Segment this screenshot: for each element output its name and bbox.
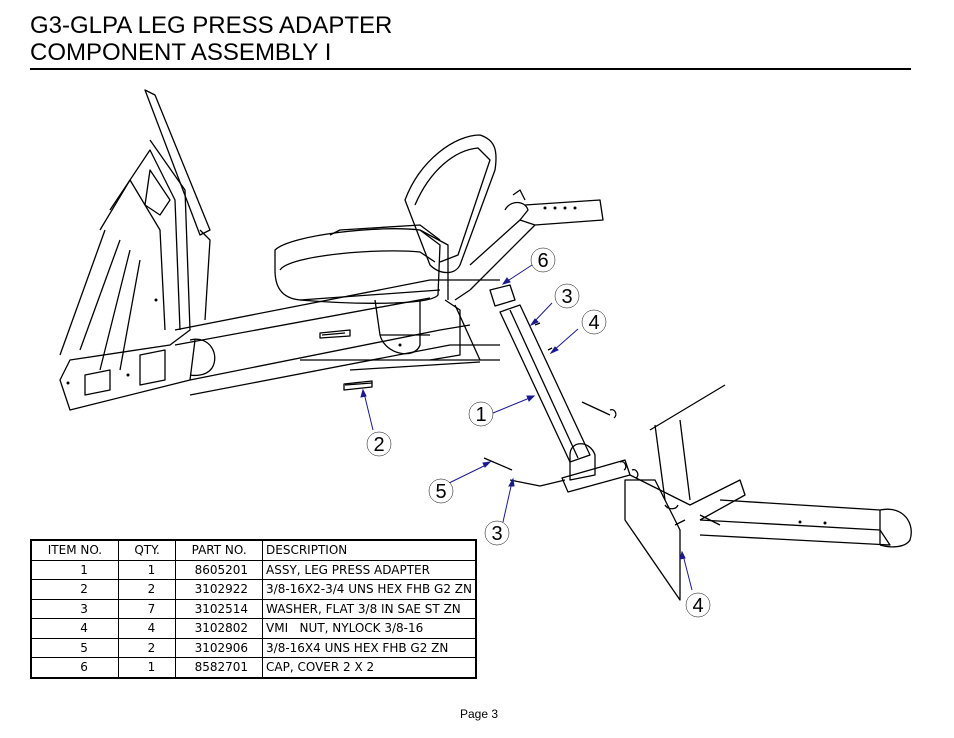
- callout-5: 5: [428, 478, 454, 504]
- callout-2: 2: [366, 431, 392, 457]
- bom-qty: 1: [117, 657, 177, 678]
- bom-part-no: 3102514: [175, 598, 264, 619]
- bom-description: ASSY, LEG PRESS ADAPTER: [262, 559, 477, 580]
- callouts: 1 2 3 3 4 4 5 6: [366, 247, 711, 618]
- bom-qty: 7: [117, 598, 177, 619]
- bolts-left: [319, 329, 373, 391]
- bom-part-no: 3102906: [175, 637, 264, 658]
- bom-header-qty: QTY.: [117, 539, 177, 561]
- table-row: 5 2 3102906 3/8-16X4 UNS HEX FHB G2 ZN: [30, 637, 477, 658]
- bom-header-row: ITEM NO. QTY. PART NO. DESCRIPTION: [30, 539, 477, 561]
- table-row: 1 1 8605201 ASSY, LEG PRESS ADAPTER: [30, 559, 477, 580]
- bom-description: CAP, COVER 2 X 2: [262, 657, 477, 678]
- callout-4-upper-label: 4: [588, 312, 599, 334]
- table-row: 3 7 3102514 WASHER, FLAT 3/8 IN SAE ST Z…: [30, 598, 477, 619]
- callout-4-lower: 4: [685, 592, 711, 618]
- bom-item-no: 1: [30, 559, 119, 580]
- bom-item-no: 5: [30, 637, 119, 658]
- seat: [274, 224, 461, 361]
- bom-part-no: 3102802: [175, 618, 264, 639]
- callout-1-label: 1: [475, 404, 486, 426]
- bom-item-no: 6: [30, 657, 119, 678]
- callout-5-label: 5: [435, 481, 446, 503]
- callout-6: 6: [530, 247, 556, 273]
- hardware-right: [483, 322, 639, 479]
- callout-6-label: 6: [537, 250, 548, 272]
- bom-qty: 4: [117, 618, 177, 639]
- table-row: 6 1 8582701 CAP, COVER 2 X 2: [30, 657, 477, 678]
- bom-description: 3/8-16X2-3/4 UNS HEX FHB G2 ZN: [262, 579, 477, 600]
- bill-of-materials-table: ITEM NO. QTY. PART NO. DESCRIPTION 1 1 8…: [30, 539, 477, 679]
- bom-qty: 1: [117, 559, 177, 580]
- title-line-1: G3-GLPA LEG PRESS ADAPTER: [30, 12, 393, 39]
- bom-description: WASHER, FLAT 3/8 IN SAE ST ZN: [262, 598, 477, 619]
- callout-2-label: 2: [373, 434, 384, 456]
- callout-1: 1: [468, 401, 494, 427]
- table-row: 4 4 3102802 VMI NUT, NYLOCK 3/8-16: [30, 618, 477, 639]
- frame-upright: [59, 89, 216, 411]
- bom-qty: 2: [117, 579, 177, 600]
- title-line-2: COMPONENT ASSEMBLY I: [30, 39, 332, 66]
- adapter-tube: [489, 284, 631, 493]
- bom-part-no: 3102922: [175, 579, 264, 600]
- main-rail: [174, 279, 500, 396]
- callout-3-upper: 3: [554, 283, 580, 309]
- bom-header-item-no: ITEM NO.: [30, 539, 119, 561]
- bom-description: 3/8-16X4 UNS HEX FHB G2 ZN: [262, 637, 477, 658]
- leg-press-station: [624, 384, 912, 601]
- callout-4-upper: 4: [581, 309, 607, 335]
- table-row: 2 2 3102922 3/8-16X2-3/4 UNS HEX FHB G2 …: [30, 579, 477, 600]
- bom-qty: 2: [117, 637, 177, 658]
- bom-part-no: 8605201: [175, 559, 264, 580]
- bom-header-part-no: PART NO.: [175, 539, 264, 561]
- bom-header-description: DESCRIPTION: [262, 539, 477, 561]
- bom-item-no: 4: [30, 618, 119, 639]
- backrest: [404, 134, 604, 361]
- bom-item-no: 2: [30, 579, 119, 600]
- callout-3-lower: 3: [484, 520, 510, 546]
- bom-item-no: 3: [30, 598, 119, 619]
- title-rule: [30, 68, 911, 70]
- page-title: G3-GLPA LEG PRESS ADAPTER COMPONENT ASSE…: [30, 12, 392, 66]
- callout-3-upper-label: 3: [561, 286, 572, 308]
- callout-4-lower-label: 4: [692, 595, 703, 617]
- page-number: Page 3: [460, 707, 499, 721]
- callout-3-lower-label: 3: [491, 523, 502, 545]
- bom-part-no: 8582701: [175, 657, 264, 678]
- bom-description: VMI NUT, NYLOCK 3/8-16: [262, 618, 477, 639]
